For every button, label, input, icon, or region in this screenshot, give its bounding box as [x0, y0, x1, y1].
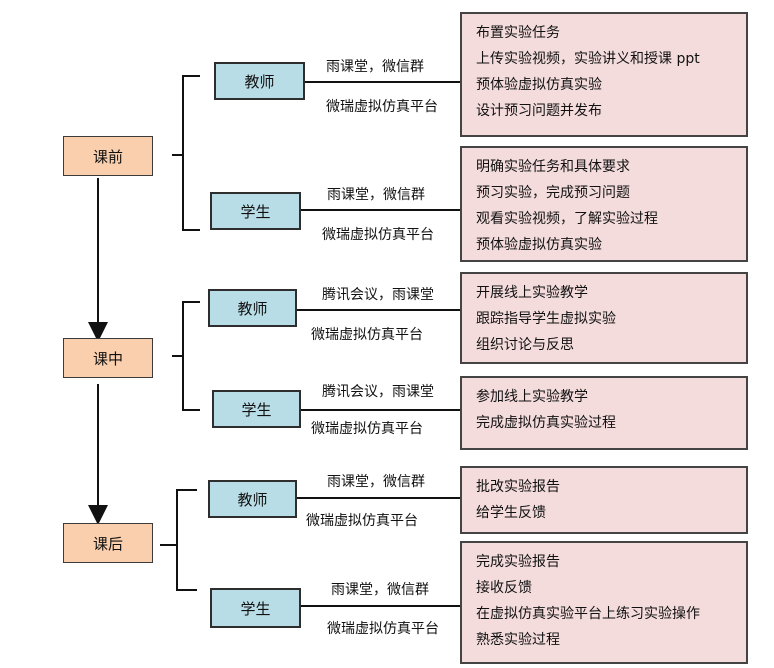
platform-label-top: 雨课堂，微信群: [326, 59, 424, 75]
platform-label-top: 腾讯会议，雨课堂: [322, 287, 434, 303]
platform-label-bottom: 微瑞虚拟仿真平台: [311, 327, 423, 343]
task-item: 预习实验，完成预习问题: [476, 185, 630, 201]
task-item: 跟踪指导学生虚拟实验: [476, 311, 616, 327]
task-box-teacher-before: 布置实验任务 上传实验视频，实验讲义和授课 ppt 预体验虚拟仿真实验 设计预习…: [460, 12, 748, 137]
platform-label-top: 腾讯会议，雨课堂: [322, 384, 434, 400]
stage-box-in-class: 课中: [63, 338, 153, 378]
platform-label-top: 雨课堂，微信群: [327, 474, 425, 490]
task-box-teacher-after: 批改实验报告 给学生反馈: [460, 466, 748, 534]
bracket-stage-1: [172, 75, 200, 231]
task-box-student-after: 完成实验报告 接收反馈 在虚拟仿真实验平台上练习实验操作 熟悉实验过程: [460, 541, 748, 664]
role-box-student: 学生: [212, 390, 301, 428]
platform-label-bottom: 微瑞虚拟仿真平台: [311, 421, 423, 437]
task-item: 观看实验视频，了解实验过程: [476, 211, 658, 227]
task-item: 组织讨论与反思: [476, 337, 574, 353]
task-item: 开展线上实验教学: [476, 285, 588, 301]
task-item: 熟悉实验过程: [476, 632, 560, 648]
stage-box-before-class: 课前: [63, 136, 153, 176]
task-item: 设计预习问题并发布: [476, 103, 602, 119]
task-item: 上传实验视频，实验讲义和授课 ppt: [476, 51, 700, 67]
role-box-student: 学生: [210, 192, 301, 230]
task-item: 布置实验任务: [476, 25, 560, 41]
task-box-student-before: 明确实验任务和具体要求 预习实验，完成预习问题 观看实验视频，了解实验过程 预体…: [460, 146, 748, 262]
task-item: 完成虚拟仿真实验过程: [476, 415, 616, 431]
platform-label-bottom: 微瑞虚拟仿真平台: [326, 99, 438, 115]
platform-label-top: 雨课堂，微信群: [331, 582, 429, 598]
role-box-teacher: 教师: [208, 480, 297, 518]
task-item: 完成实验报告: [476, 554, 560, 570]
task-item: 明确实验任务和具体要求: [476, 159, 630, 175]
platform-label-bottom: 微瑞虚拟仿真平台: [327, 621, 439, 637]
task-item: 接收反馈: [476, 580, 532, 596]
task-item: 参加线上实验教学: [476, 389, 588, 405]
platform-label-bottom: 微瑞虚拟仿真平台: [322, 227, 434, 243]
role-box-student: 学生: [210, 588, 301, 628]
platform-label-top: 雨课堂，微信群: [327, 187, 425, 203]
role-box-teacher: 教师: [214, 62, 305, 100]
role-box-teacher: 教师: [208, 289, 297, 327]
task-box-teacher-in: 开展线上实验教学 跟踪指导学生虚拟实验 组织讨论与反思: [460, 272, 748, 364]
task-item: 预体验虚拟仿真实验: [476, 237, 602, 253]
stage-box-after-class: 课后: [63, 523, 153, 563]
task-item: 在虚拟仿真实验平台上练习实验操作: [476, 606, 700, 622]
bracket-stage-3: [160, 489, 197, 591]
platform-label-bottom: 微瑞虚拟仿真平台: [306, 513, 418, 529]
bracket-stage-2: [172, 301, 200, 411]
task-box-student-in: 参加线上实验教学 完成虚拟仿真实验过程: [460, 376, 748, 450]
task-item: 预体验虚拟仿真实验: [476, 77, 602, 93]
task-item: 批改实验报告: [476, 479, 560, 495]
task-item: 给学生反馈: [476, 505, 546, 521]
